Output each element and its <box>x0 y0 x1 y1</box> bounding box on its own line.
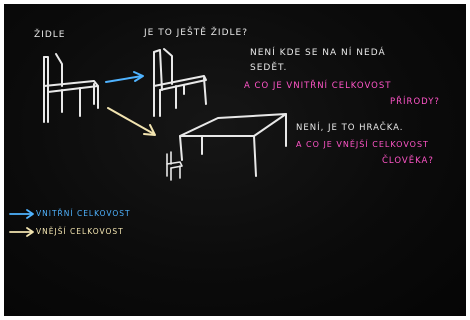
table-drawing <box>179 113 287 177</box>
chair-without-seat-drawing <box>153 48 207 117</box>
toy-chair-drawing <box>166 151 183 181</box>
chalkboard: ŽIDLE JE TO JEŠTĚ ŽIDLE? NENÍ KDE SE NA … <box>4 4 466 316</box>
label-is-it-still-chair: JE TO JEŠTĚ ŽIDLE? <box>144 28 248 38</box>
blue-arrowhead <box>133 71 144 82</box>
legend-yellow-arrowhead <box>26 227 34 237</box>
legend-blue-arrowhead <box>26 209 34 219</box>
label-human: ČLOVĚKA? <box>382 156 434 166</box>
yellow-arrowhead <box>143 124 156 136</box>
legend-inner-label: VNITŘNÍ CELKOVOST <box>36 209 131 218</box>
label-sit: SEDĚT. <box>250 63 288 73</box>
label-inner-question: A CO JE VNITŘNÍ CELKOVOST <box>244 81 392 91</box>
yellow-arrow <box>107 107 155 135</box>
label-cannot-sit: NENÍ KDE SE NA NÍ NEDÁ <box>250 48 386 58</box>
label-outer-question: A CO JE VNĚJŠÍ CELKOVOST <box>296 140 429 149</box>
label-toy: NENÍ, JE TO HRAČKA. <box>296 123 404 133</box>
label-nature: PŘÍRODY? <box>390 97 440 107</box>
chair-drawing <box>43 53 99 123</box>
blue-arrow <box>105 75 143 83</box>
chalk-drawings <box>9 48 287 237</box>
label-zidle: ŽIDLE <box>34 30 66 40</box>
legend-outer-label: VNĚJŠÍ CELKOVOST <box>36 227 124 236</box>
